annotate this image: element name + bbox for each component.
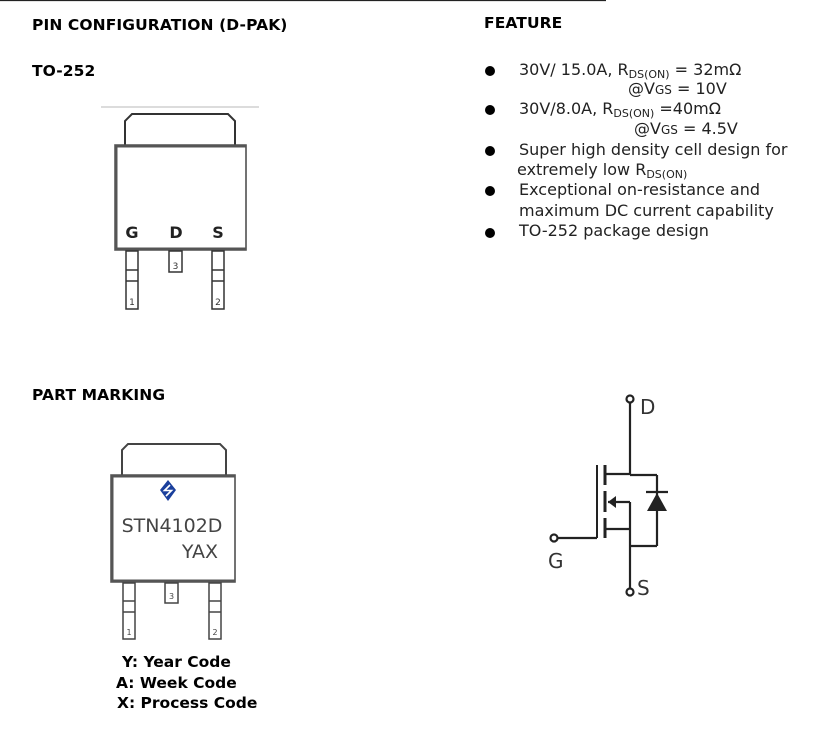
- marking-lead-1: [122, 582, 136, 640]
- source-terminal: [625, 587, 635, 597]
- legend-process-code: X: Process Code: [117, 694, 258, 712]
- company-logo-icon: [160, 480, 176, 501]
- marking-pin-number-2: 2: [212, 628, 217, 637]
- pin-configuration-title: PIN CONFIGURATION (D-PAK): [32, 16, 288, 34]
- feature-item-5-line1: TO-252 package design: [519, 221, 709, 240]
- bullet-icon: [485, 186, 495, 196]
- feature-item-2-line2: @VGS = 4.5V: [634, 119, 738, 140]
- part-number: STN4102D: [122, 515, 223, 537]
- pin-label-d: D: [169, 223, 182, 242]
- marking-lead-2: [208, 582, 222, 640]
- pin-label-s: S: [212, 223, 224, 242]
- gate-terminal: [549, 533, 559, 543]
- pin-number-1: 1: [129, 298, 135, 308]
- diode-icon: [647, 493, 667, 511]
- subscript: DS(ON): [613, 107, 655, 120]
- feature-item-1-line2: @VGS = 10V: [628, 79, 727, 100]
- subscript: GS: [660, 123, 678, 137]
- marking-pin-number-3: 3: [169, 592, 174, 601]
- bullet-icon: [485, 146, 495, 156]
- legend-week-code: A: Week Code: [116, 674, 237, 692]
- subscript: DS(ON): [646, 168, 688, 181]
- text: 30V/8.0A, R: [519, 99, 614, 118]
- feature-item-3-line2: extremely low RDS(ON): [517, 160, 687, 185]
- pin-label-g: G: [125, 223, 138, 242]
- text: 30V/ 15.0A, R: [519, 60, 629, 79]
- text: @V: [628, 79, 655, 98]
- text: =40mΩ: [654, 99, 721, 118]
- bullet-icon: [485, 105, 495, 115]
- lead-2: [211, 250, 225, 310]
- text: = 10V: [671, 79, 727, 98]
- subscript: DS(ON): [628, 68, 670, 81]
- text: = 4.5V: [677, 119, 738, 138]
- drain-terminal: [625, 394, 635, 404]
- bullet-icon: [485, 66, 495, 76]
- feature-item-4-line1: Exceptional on-resistance and: [519, 180, 761, 199]
- pin-number-3: 3: [173, 262, 179, 272]
- bullet-icon: [485, 228, 495, 238]
- text: extremely low R: [517, 160, 647, 179]
- lead-1: [125, 250, 139, 310]
- package-tab: [124, 113, 236, 145]
- feature-title: FEATURE: [484, 14, 563, 32]
- part-marking-title: PART MARKING: [32, 386, 166, 404]
- drain-label: D: [640, 395, 655, 419]
- gate-label: G: [548, 549, 564, 573]
- feature-item-2-line1: 30V/8.0A, RDS(ON) =40mΩ: [519, 99, 721, 124]
- package-body: [114, 144, 247, 251]
- lead-3: [168, 250, 183, 273]
- marking-package-tab: [121, 443, 227, 475]
- mosfet-schematic: [0, 0, 668, 597]
- text: @V: [634, 119, 661, 138]
- pin-number-2: 2: [215, 298, 221, 308]
- legend-year-code: Y: Year Code: [122, 653, 231, 671]
- text: = 32mΩ: [669, 60, 742, 79]
- subscript: GS: [654, 83, 672, 97]
- source-label: S: [637, 576, 650, 600]
- package-name: TO-252: [32, 62, 96, 80]
- marking-code: YAX: [181, 541, 218, 563]
- body-arrow-icon: [608, 496, 616, 508]
- marking-lead-3: [164, 582, 179, 604]
- feature-item-1-line1: 30V/ 15.0A, RDS(ON) = 32mΩ: [519, 60, 741, 85]
- marking-pin-number-1: 1: [126, 628, 131, 637]
- feature-item-3-line1: Super high density cell design for: [519, 140, 788, 159]
- feature-item-4-line2: maximum DC current capability: [519, 201, 774, 220]
